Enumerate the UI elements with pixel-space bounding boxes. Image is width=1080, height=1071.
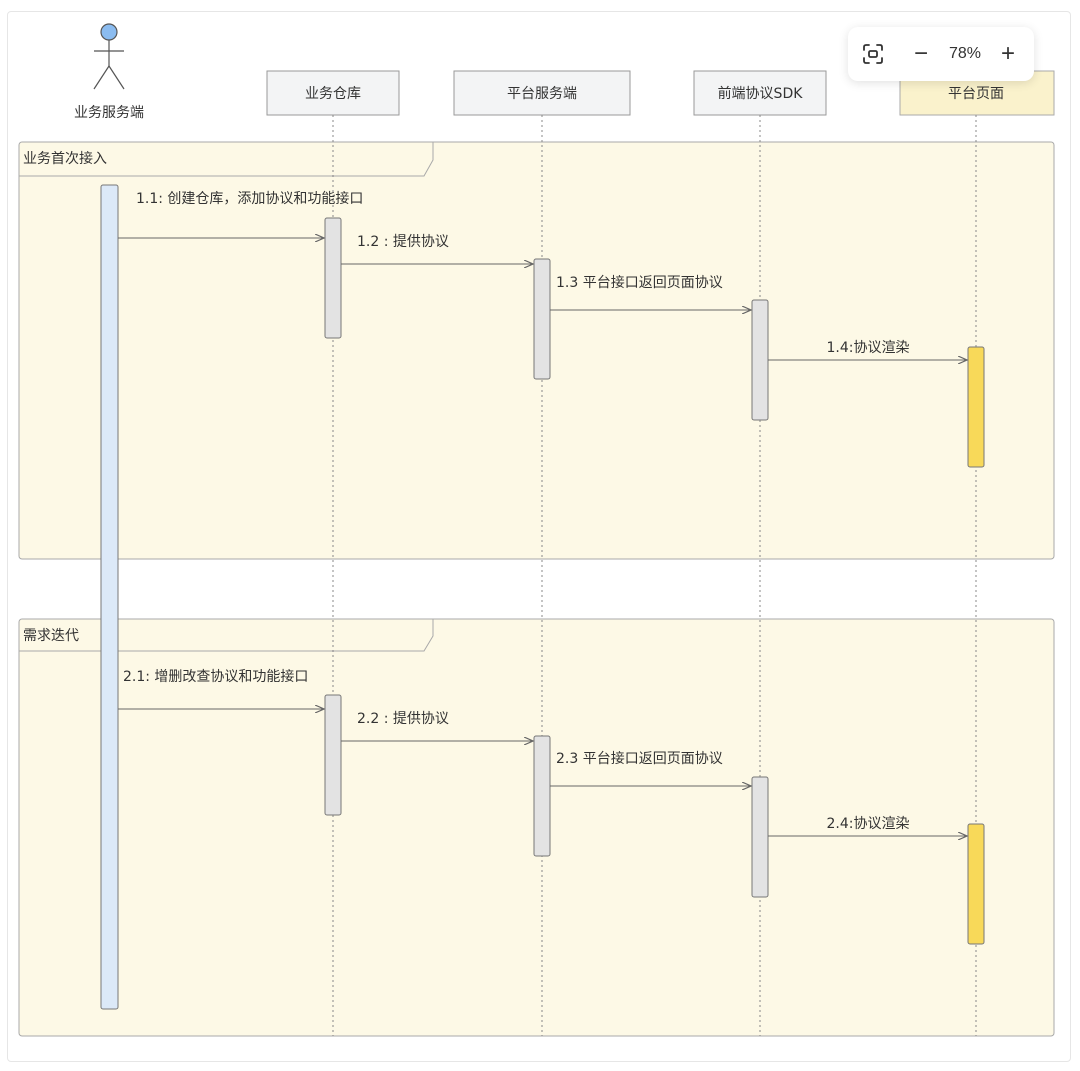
participant-business-repo: 业务仓库 [266,70,400,116]
participant-label: 平台服务端 [507,86,577,102]
message-label: 1.3 平台接口返回页面协议 [556,274,723,291]
message-label: 2.4:协议渲染 [827,816,910,832]
fit-screen-button[interactable] [848,27,898,81]
message-label: 2.2 : 提供协议 [357,711,449,727]
messages-group-1 [118,238,967,360]
group-title: 业务首次接入 [23,150,107,167]
activation-platform-server [533,735,551,857]
message-label: 1.2 : 提供协议 [357,234,449,250]
message-label: 2.1: 增删改查协议和功能接口 [123,668,308,685]
participant-platform-server: 平台服务端 [453,70,631,116]
message-label: 2.3 平台接口返回页面协议 [556,750,723,767]
actor-label: 业务服务端 [74,105,144,121]
activation-business-repo [324,217,342,339]
activation-platform-page [967,346,985,468]
zoom-level: 78% [948,45,982,62]
messages-group-2 [118,709,967,836]
zoom-control: − 78% + [848,27,1034,81]
activation-actor [100,184,119,1010]
participant-label: 前端协议SDK [718,85,804,102]
message-label: 1.4:协议渲染 [827,340,910,356]
zoom-out-button[interactable]: − [913,40,928,67]
activation-platform-server [533,258,551,380]
actor-head [100,23,118,41]
zoom-in-button[interactable]: + [1000,40,1015,67]
group-title: 需求迭代 [23,628,79,644]
lifelines [332,115,977,1036]
participant-label: 业务仓库 [305,86,361,102]
activation-frontend-sdk [751,299,769,421]
participant-frontend-sdk: 前端协议SDK [693,70,827,116]
participant-label: 平台页面 [948,86,1004,102]
activation-frontend-sdk [751,776,769,898]
fit-screen-icon [863,44,883,64]
activation-platform-page [967,823,985,945]
activation-business-repo [324,694,342,816]
message-label: 1.1: 创建仓库，添加协议和功能接口 [136,190,363,207]
actor-business-server: 业务服务端 [74,23,144,121]
